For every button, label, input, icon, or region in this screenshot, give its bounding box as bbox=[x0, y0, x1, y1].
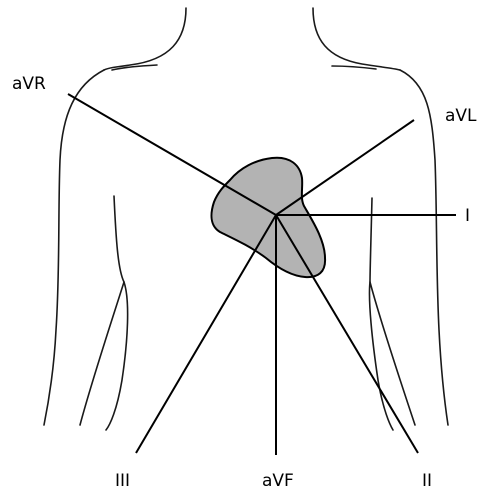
axis-ii bbox=[276, 215, 418, 453]
lead-labels: aVR aVL I III aVF II bbox=[12, 74, 477, 491]
label-avf: aVF bbox=[262, 471, 294, 491]
left-torso-side bbox=[106, 196, 128, 430]
label-ii: II bbox=[422, 471, 432, 491]
label-avr: aVR bbox=[12, 74, 46, 94]
axis-avr bbox=[68, 94, 276, 215]
label-iii: III bbox=[115, 471, 130, 491]
right-inner-arm bbox=[370, 282, 415, 425]
shoulder-right-stroke bbox=[332, 66, 376, 69]
heart-shape bbox=[212, 158, 326, 277]
neck-left-outline bbox=[104, 8, 186, 70]
neck-right-outline bbox=[313, 8, 400, 70]
right-arm-outer bbox=[400, 70, 448, 425]
shoulder-left-stroke bbox=[112, 65, 157, 70]
label-avl: aVL bbox=[445, 106, 477, 126]
right-torso-side bbox=[369, 198, 393, 430]
axis-iii bbox=[136, 215, 276, 453]
label-i: I bbox=[465, 206, 470, 226]
lead-axes bbox=[68, 94, 456, 455]
